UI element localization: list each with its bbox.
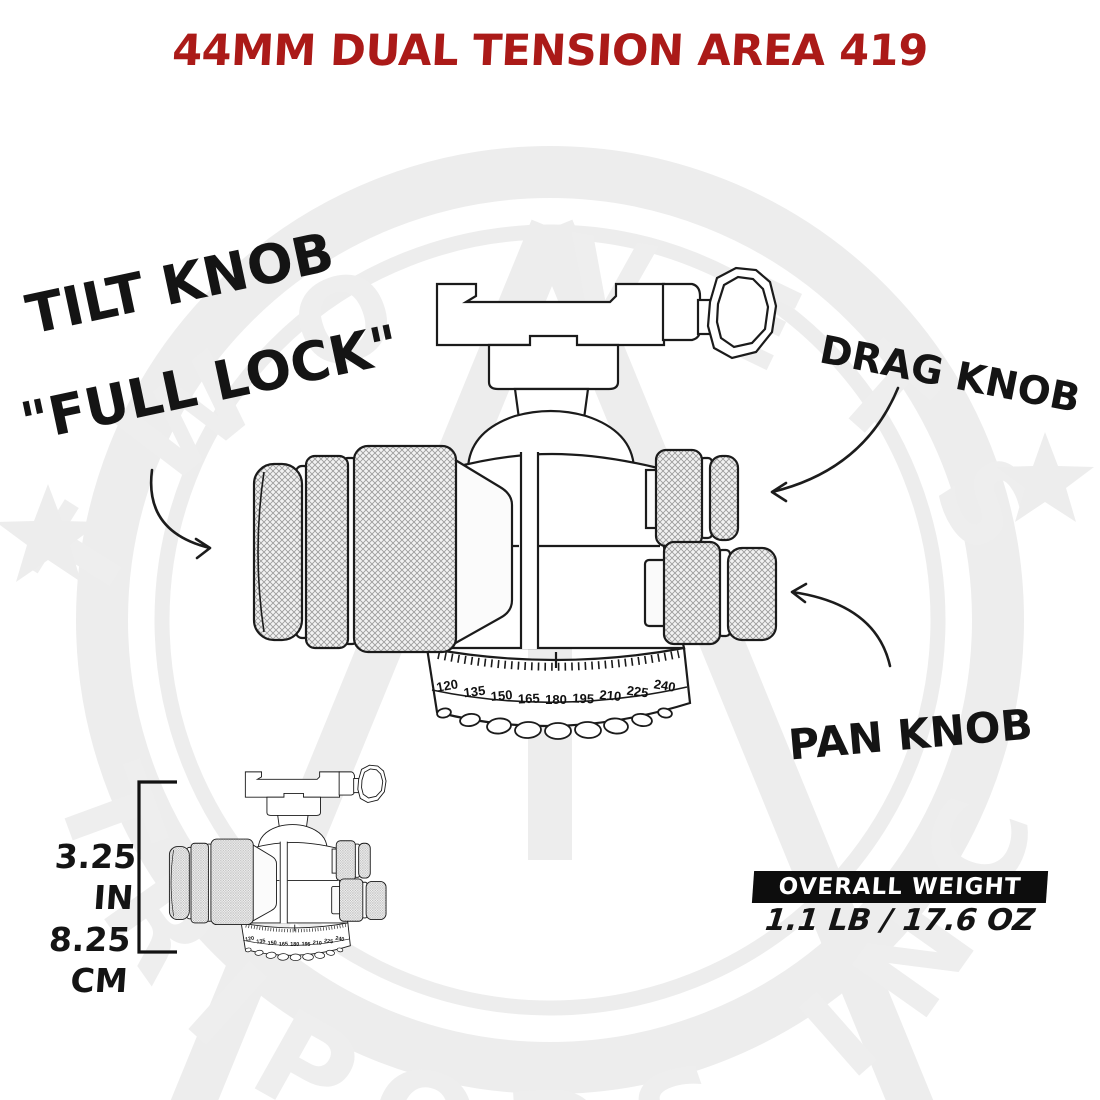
drag-knob-arrow-icon: [770, 386, 900, 503]
watermark-outer-ring: [76, 146, 1024, 1094]
overall-weight-heading: OVERALL WEIGHT: [751, 871, 1049, 903]
tilt-knob-arrow-icon: [149, 468, 212, 560]
watermark-star-left: [0, 484, 101, 582]
ball-head-illustration-small: [167, 763, 388, 963]
height-inches: 3.25 IN: [53, 837, 138, 918]
height-centimeters: 8.25 CM: [47, 919, 132, 1000]
page-title: 44MM DUAL TENSION AREA 419: [171, 26, 929, 76]
overall-weight-value: 1.1 LB / 17.6 OZ: [763, 903, 1037, 938]
dimension-bracket: [137, 780, 177, 954]
height-dimensions: 3.25 IN 8.25 CM: [0, 836, 138, 1001]
watermark-star-right: [996, 432, 1094, 522]
pan-knob-arrow-icon: [790, 582, 892, 668]
